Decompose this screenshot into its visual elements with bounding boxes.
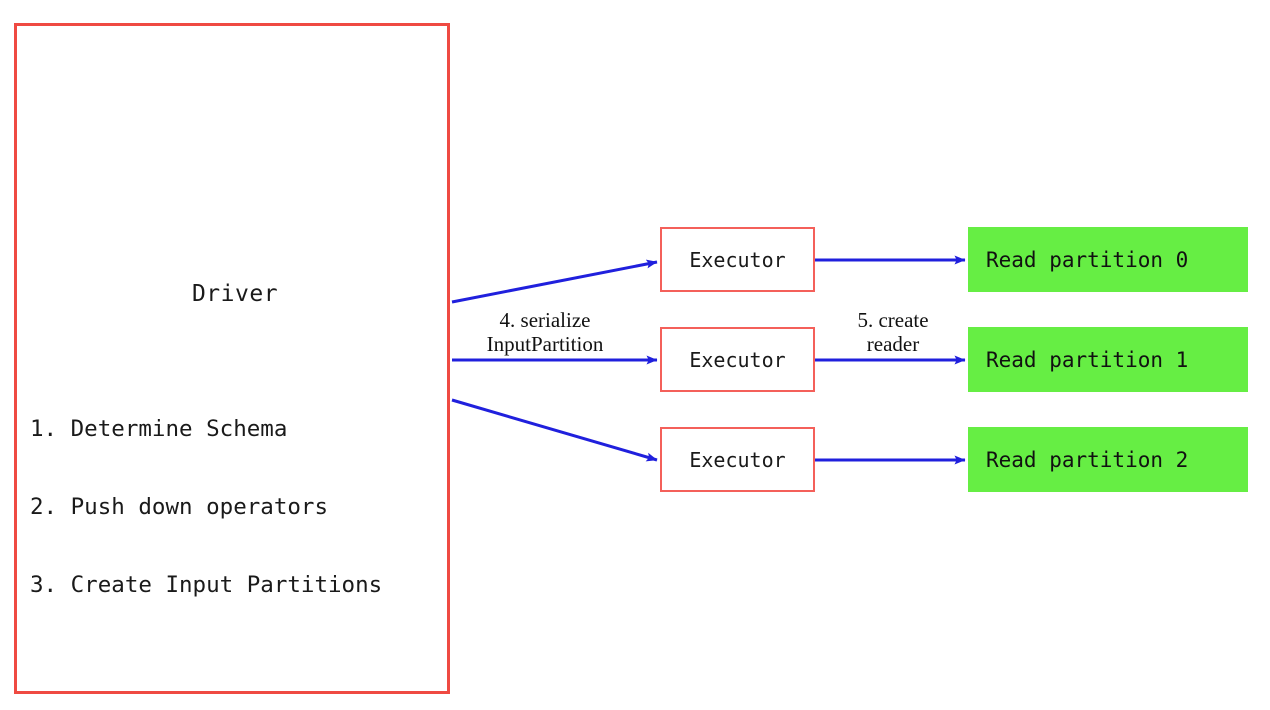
partition-box-0: Read partition 0 bbox=[968, 227, 1248, 292]
executor-box-1: Executor bbox=[660, 327, 815, 392]
partition-box-2: Read partition 2 bbox=[968, 427, 1248, 492]
executor-label-1: Executor bbox=[689, 347, 786, 372]
edge-label-serialize: 4. serialize InputPartition bbox=[486, 308, 604, 356]
executor-label-2: Executor bbox=[689, 447, 786, 472]
arrow-driver-to-executor-0 bbox=[451, 259, 658, 304]
arrow-driver-to-executor-2 bbox=[451, 398, 658, 462]
driver-box: Driver 1. Determine Schema 2. Push down … bbox=[14, 23, 450, 694]
driver-step-1: 1. Determine Schema bbox=[30, 416, 288, 442]
partition-label-0: Read partition 0 bbox=[986, 247, 1189, 272]
partition-box-1: Read partition 1 bbox=[968, 327, 1248, 392]
driver-steps-list: 1. Determine Schema 2. Push down operato… bbox=[30, 364, 382, 650]
partition-label-2: Read partition 2 bbox=[986, 447, 1189, 472]
executor-box-0: Executor bbox=[660, 227, 815, 292]
driver-step-2: 2. Push down operators bbox=[30, 494, 329, 520]
partition-label-1: Read partition 1 bbox=[986, 347, 1189, 372]
driver-step-3: 3. Create Input Partitions bbox=[30, 572, 383, 598]
executor-box-2: Executor bbox=[660, 427, 815, 492]
executor-label-0: Executor bbox=[689, 247, 786, 272]
driver-title: Driver bbox=[191, 281, 279, 307]
edge-label-create-reader: 5. create reader bbox=[857, 308, 929, 356]
